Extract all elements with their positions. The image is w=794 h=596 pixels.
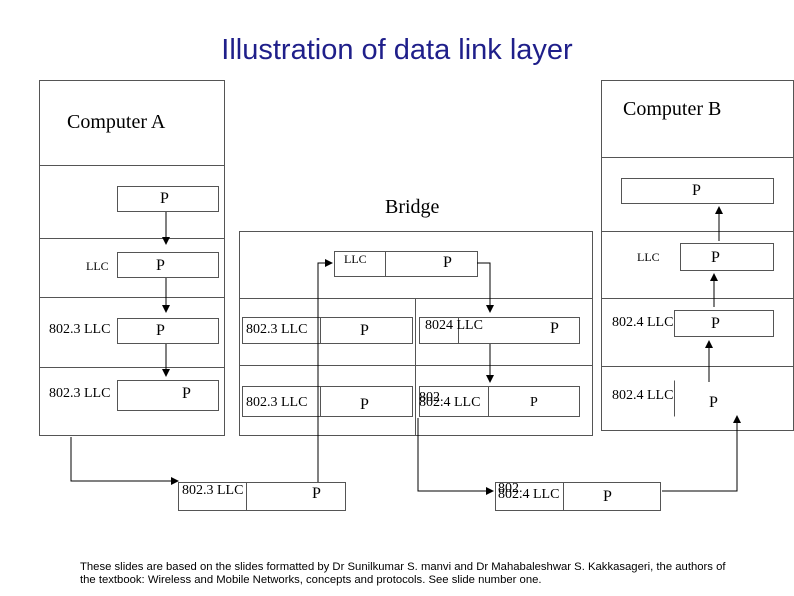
computer-a-mac-label: 802.3 LLC xyxy=(49,322,111,337)
bridge-8024-overprint: 802. xyxy=(419,390,444,405)
footer-note: These slides are based on the slides for… xyxy=(80,561,726,586)
computer-b-phy-p: P xyxy=(709,394,718,411)
bridge-label: Bridge xyxy=(385,196,440,218)
frame-8023-label: 802.3 LLC xyxy=(182,483,244,498)
computer-b-mac-p: P xyxy=(711,315,720,332)
flow-arrows xyxy=(70,206,741,495)
computer-b-llc-label: LLC xyxy=(637,250,660,264)
bridge-8023-phy-p: P xyxy=(360,396,369,413)
computer-b-column xyxy=(601,80,794,431)
computer-b-mac-label: 802.4 LLC xyxy=(612,315,674,330)
computer-a-llc-p: P xyxy=(156,257,165,274)
computer-b-phy-label: 802.4 LLC xyxy=(612,388,674,403)
transmission-frames xyxy=(178,482,661,511)
bridge-llc-p: P xyxy=(443,254,452,271)
frame-8024-overprint: 802. xyxy=(498,481,523,496)
frame-8024-label: 802.4 LLC xyxy=(498,487,560,502)
bridge-llc-label: LLC xyxy=(344,252,367,266)
computer-a-llc-label: LLC xyxy=(86,259,109,273)
computer-a-label: Computer A xyxy=(67,111,166,133)
computer-b-packet-p: P xyxy=(692,182,701,199)
computer-a-column xyxy=(39,80,225,436)
computer-a-packet-p: P xyxy=(160,190,169,207)
bridge-8024-phy-label: 802.4 LLC xyxy=(419,395,481,410)
bridge-8024-phy-p: P xyxy=(530,395,538,410)
bridge-8024-mac-label: 8024 LLC xyxy=(425,318,483,333)
bridge-8023-mac-label: 802.3 LLC xyxy=(246,322,308,337)
computer-a-phy-p: P xyxy=(182,385,191,402)
bridge-8024-mac-p: P xyxy=(550,320,559,337)
bridge-block xyxy=(239,231,593,436)
computer-b-label: Computer B xyxy=(623,98,722,120)
computer-a-phy-label: 802.3 LLC xyxy=(49,386,111,401)
computer-a-mac-p: P xyxy=(156,322,165,339)
frame-8024-p: P xyxy=(603,488,612,505)
computer-b-llc-p: P xyxy=(711,249,720,266)
frame-8023-p: P xyxy=(312,485,321,502)
bridge-8023-phy-label: 802.3 LLC xyxy=(246,395,308,410)
bridge-8023-mac-p: P xyxy=(360,322,369,339)
slide-title: Illustration of data link layer xyxy=(221,34,573,66)
